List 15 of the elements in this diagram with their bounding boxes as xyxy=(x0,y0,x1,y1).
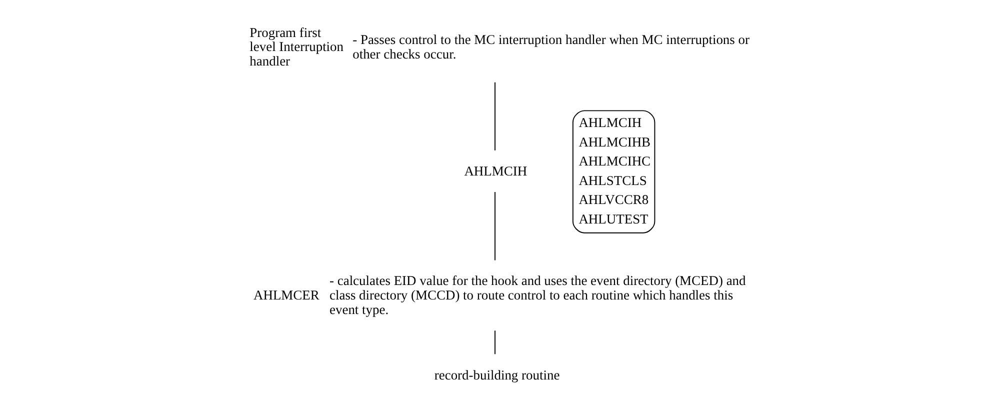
label: AHLVCCR8 xyxy=(578,192,648,208)
connector xyxy=(494,330,495,355)
label: AHLMCIH xyxy=(578,115,642,130)
connector xyxy=(494,82,495,151)
label: AHLSTCLS xyxy=(578,172,646,188)
node-text: AHLMCER xyxy=(252,287,319,302)
label: AHLUTEST xyxy=(578,211,648,226)
node-label: - Passes control to the MC interruption handler when MC interruptions or other checks occur. xyxy=(352,32,750,62)
node-text: AHLMCIH xyxy=(464,163,527,178)
node-text: record-building routine xyxy=(434,367,560,382)
connector xyxy=(494,192,495,261)
label: AHLMCIHC xyxy=(578,154,650,169)
node-text: Program first level Interruption handler xyxy=(249,24,344,69)
node-label: - calculates EID value for the hook and uses the event directory (MCED) and class directory (MCCD) to route control to each routine which handles this event type. xyxy=(329,273,746,317)
label: AHLMCIHB xyxy=(578,134,650,150)
